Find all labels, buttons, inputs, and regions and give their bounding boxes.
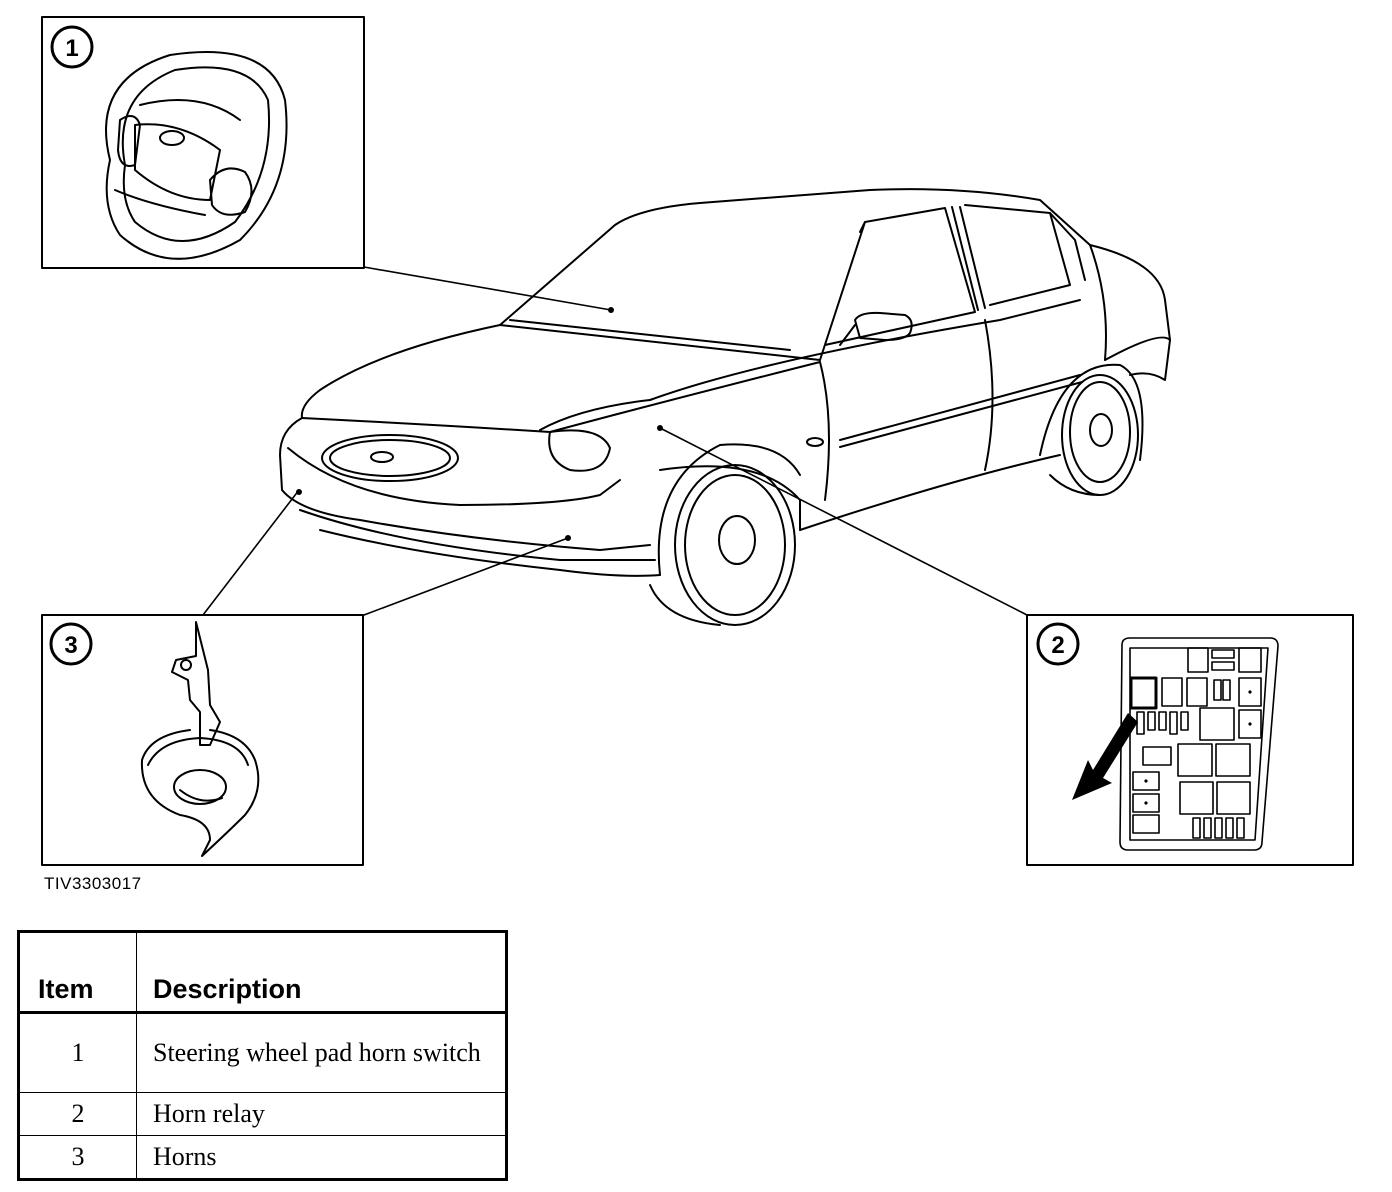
steering-wheel-icon <box>105 51 288 260</box>
legend-table: Item Description 1 Steering wheel pad ho… <box>17 930 508 1181</box>
horn-icon <box>140 621 260 857</box>
legend-item-number: 1 <box>18 1012 137 1093</box>
relay-box-icon <box>1072 637 1279 851</box>
legend-item-description: Horn relay <box>136 1092 507 1136</box>
pointer-arrow-icon <box>1072 713 1138 800</box>
detail-box-2 <box>1026 614 1354 866</box>
legend-header-row: Item Description <box>18 931 507 1014</box>
legend-row: 1 Steering wheel pad horn switch <box>18 1012 507 1093</box>
legend-header-description: Description <box>136 931 507 1014</box>
legend-item-number: 3 <box>18 1135 137 1180</box>
detail-box-1 <box>41 16 365 269</box>
legend-row: 3 Horns <box>18 1135 507 1180</box>
leader-lines <box>202 266 1028 616</box>
legend-row: 2 Horn relay <box>18 1092 507 1136</box>
figure-reference-code: TIV3303017 <box>44 874 142 893</box>
legend-item-description: Steering wheel pad horn switch <box>136 1012 507 1093</box>
callout-number-1: 1 <box>65 35 78 62</box>
horn-system-diagram: 1 3 2 <box>41 16 1354 866</box>
legend-item-number: 2 <box>18 1092 137 1136</box>
legend-header-item: Item <box>18 931 137 1014</box>
car-illustration <box>279 188 1171 626</box>
callout-number-2: 2 <box>1051 632 1064 659</box>
detail-box-3 <box>41 614 364 866</box>
callout-number-3: 3 <box>64 632 77 659</box>
legend-item-description: Horns <box>136 1135 507 1180</box>
